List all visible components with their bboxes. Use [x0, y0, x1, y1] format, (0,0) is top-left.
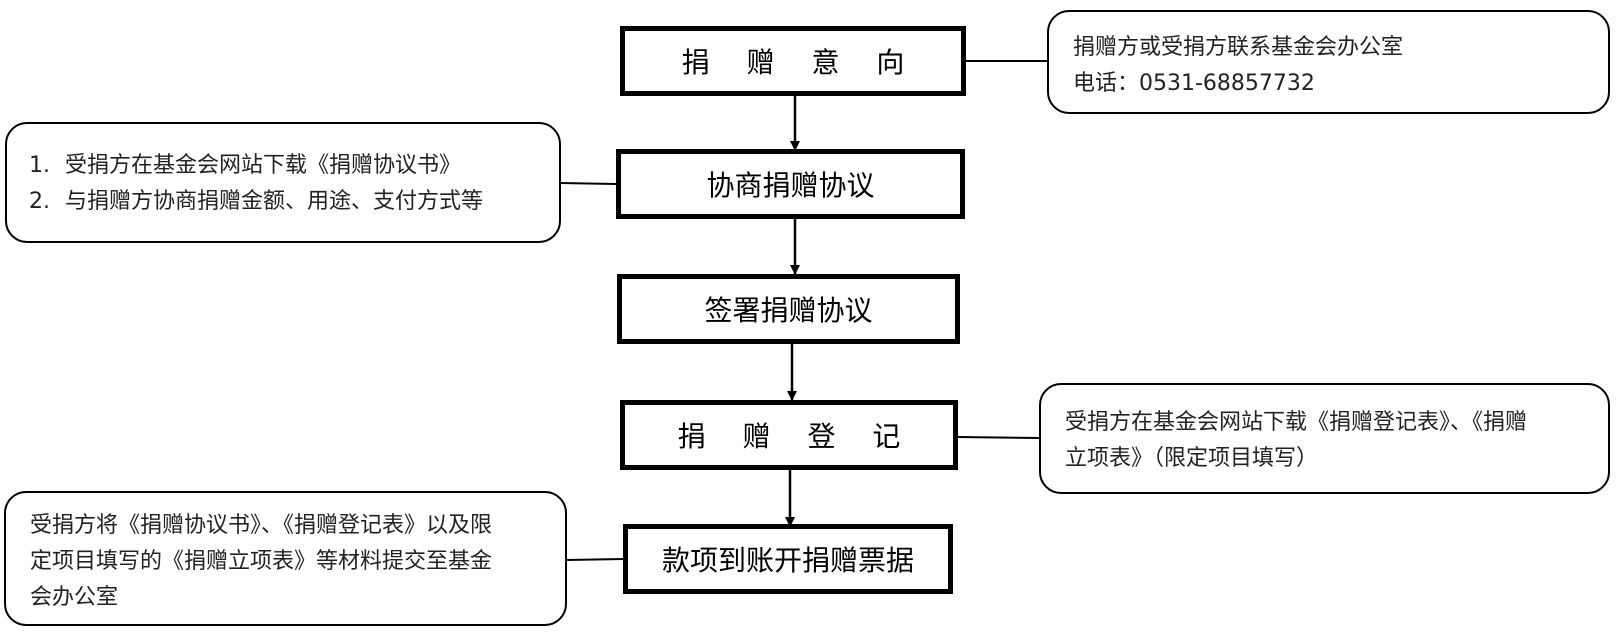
connector-register-note [957, 436, 1041, 439]
note-contact-phone: 电话：0531-68857732 [1073, 71, 1315, 96]
note-registration-line: 立项表》（限定项目填写） [1065, 446, 1319, 471]
list-item: 2. 与捐赠方协商捐赠金额、用途、支付方式等 [29, 184, 559, 220]
list-item-text: 与捐赠方协商捐赠金额、用途、支付方式等 [65, 189, 484, 214]
connector-negotiate-note [559, 182, 617, 185]
step-funds-received-receipt: 款项到账开捐赠票据 [623, 524, 953, 594]
note-submit-line: 受捐方将《捐赠协议书》、《捐赠登记表》以及限 [30, 513, 493, 538]
note-negotiate-list: 1. 受捐方在基金会网站下载《捐赠协议书》 2. 与捐赠方协商捐赠金额、用途、支付方… [29, 148, 559, 220]
step-negotiate-agreement: 协商捐赠协议 [616, 149, 965, 219]
step-donation-registration: 捐 赠 登 记 [620, 400, 958, 470]
note-registration-line: 受捐方在基金会网站下载《捐赠登记表》、《捐赠 [1065, 410, 1528, 435]
step-donation-intent: 捐 赠 意 向 [620, 26, 966, 96]
note-contact: 捐赠方或受捐方联系基金会办公室 电话：0531-68857732 [1047, 10, 1610, 114]
note-submit-line: 会办公室 [30, 585, 119, 610]
note-registration: 受捐方在基金会网站下载《捐赠登记表》、《捐赠 立项表》（限定项目填写） [1039, 383, 1610, 494]
note-contact-line: 捐赠方或受捐方联系基金会办公室 [1073, 35, 1404, 60]
list-item-number: 2. [29, 189, 50, 214]
list-item-text: 受捐方在基金会网站下载《捐赠协议书》 [65, 153, 462, 178]
note-submit-line: 定项目填写的《捐赠立项表》等材料提交至基金 [30, 549, 493, 574]
list-item: 1. 受捐方在基金会网站下载《捐赠协议书》 [29, 148, 559, 184]
list-item-number: 1. [29, 153, 50, 178]
note-submit-materials: 受捐方将《捐赠协议书》、《捐赠登记表》以及限 定项目填写的《捐赠立项表》等材料提… [4, 491, 567, 626]
step-sign-agreement: 签署捐赠协议 [617, 274, 960, 344]
note-negotiate: 1. 受捐方在基金会网站下载《捐赠协议书》 2. 与捐赠方协商捐赠金额、用途、支付方… [5, 122, 561, 243]
connector-submit-note [565, 558, 625, 561]
